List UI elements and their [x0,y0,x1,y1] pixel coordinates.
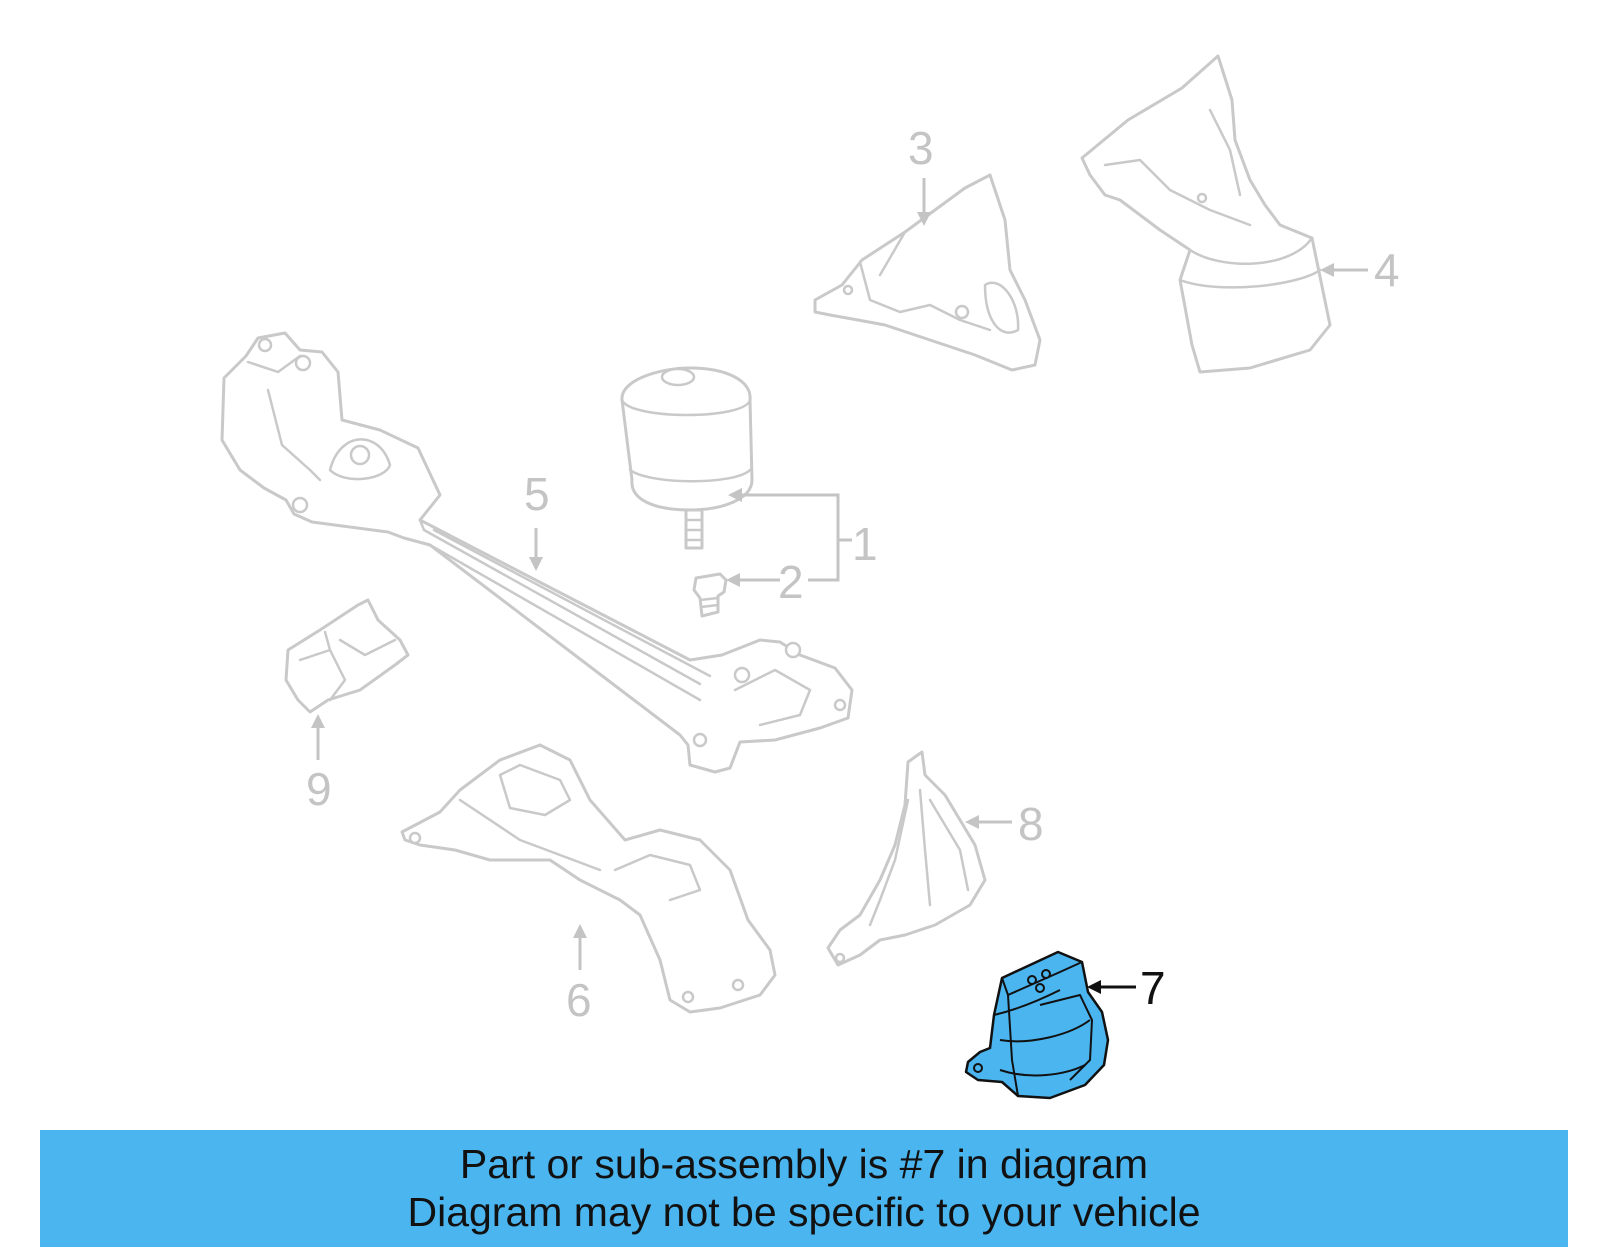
part-1-engine-mount[interactable] [620,366,754,550]
callout-8: 8 [1018,798,1044,850]
leader-lines [311,178,1368,994]
callout-5: 5 [524,468,550,520]
part-2-bolt[interactable] [692,572,728,618]
part-3-bracket[interactable] [813,173,1042,372]
callout-2: 2 [778,556,804,608]
info-banner: Part or sub-assembly is #7 in diagram Di… [40,1130,1568,1247]
callout-9: 9 [306,763,332,815]
part-8-bracket[interactable] [826,750,987,967]
part-9-small-bracket[interactable] [284,598,410,714]
part-6-transmission-crossmember[interactable] [400,743,777,1014]
callout-6: 6 [566,974,592,1026]
callout-labels: 1 2 3 4 5 6 7 8 9 [306,122,1400,1026]
part-7-transmission-mount[interactable] [964,950,1110,1100]
callout-3: 3 [908,122,934,174]
callout-7: 7 [1140,962,1166,1014]
banner-line-1: Part or sub-assembly is #7 in diagram [459,1141,1149,1187]
callout-4: 4 [1374,244,1400,296]
part-5-crossmember[interactable] [220,331,854,774]
callout-1: 1 [852,518,878,570]
banner-line-2: Diagram may not be specific to your vehi… [407,1189,1201,1235]
part-4-large-mount[interactable] [1080,54,1332,374]
